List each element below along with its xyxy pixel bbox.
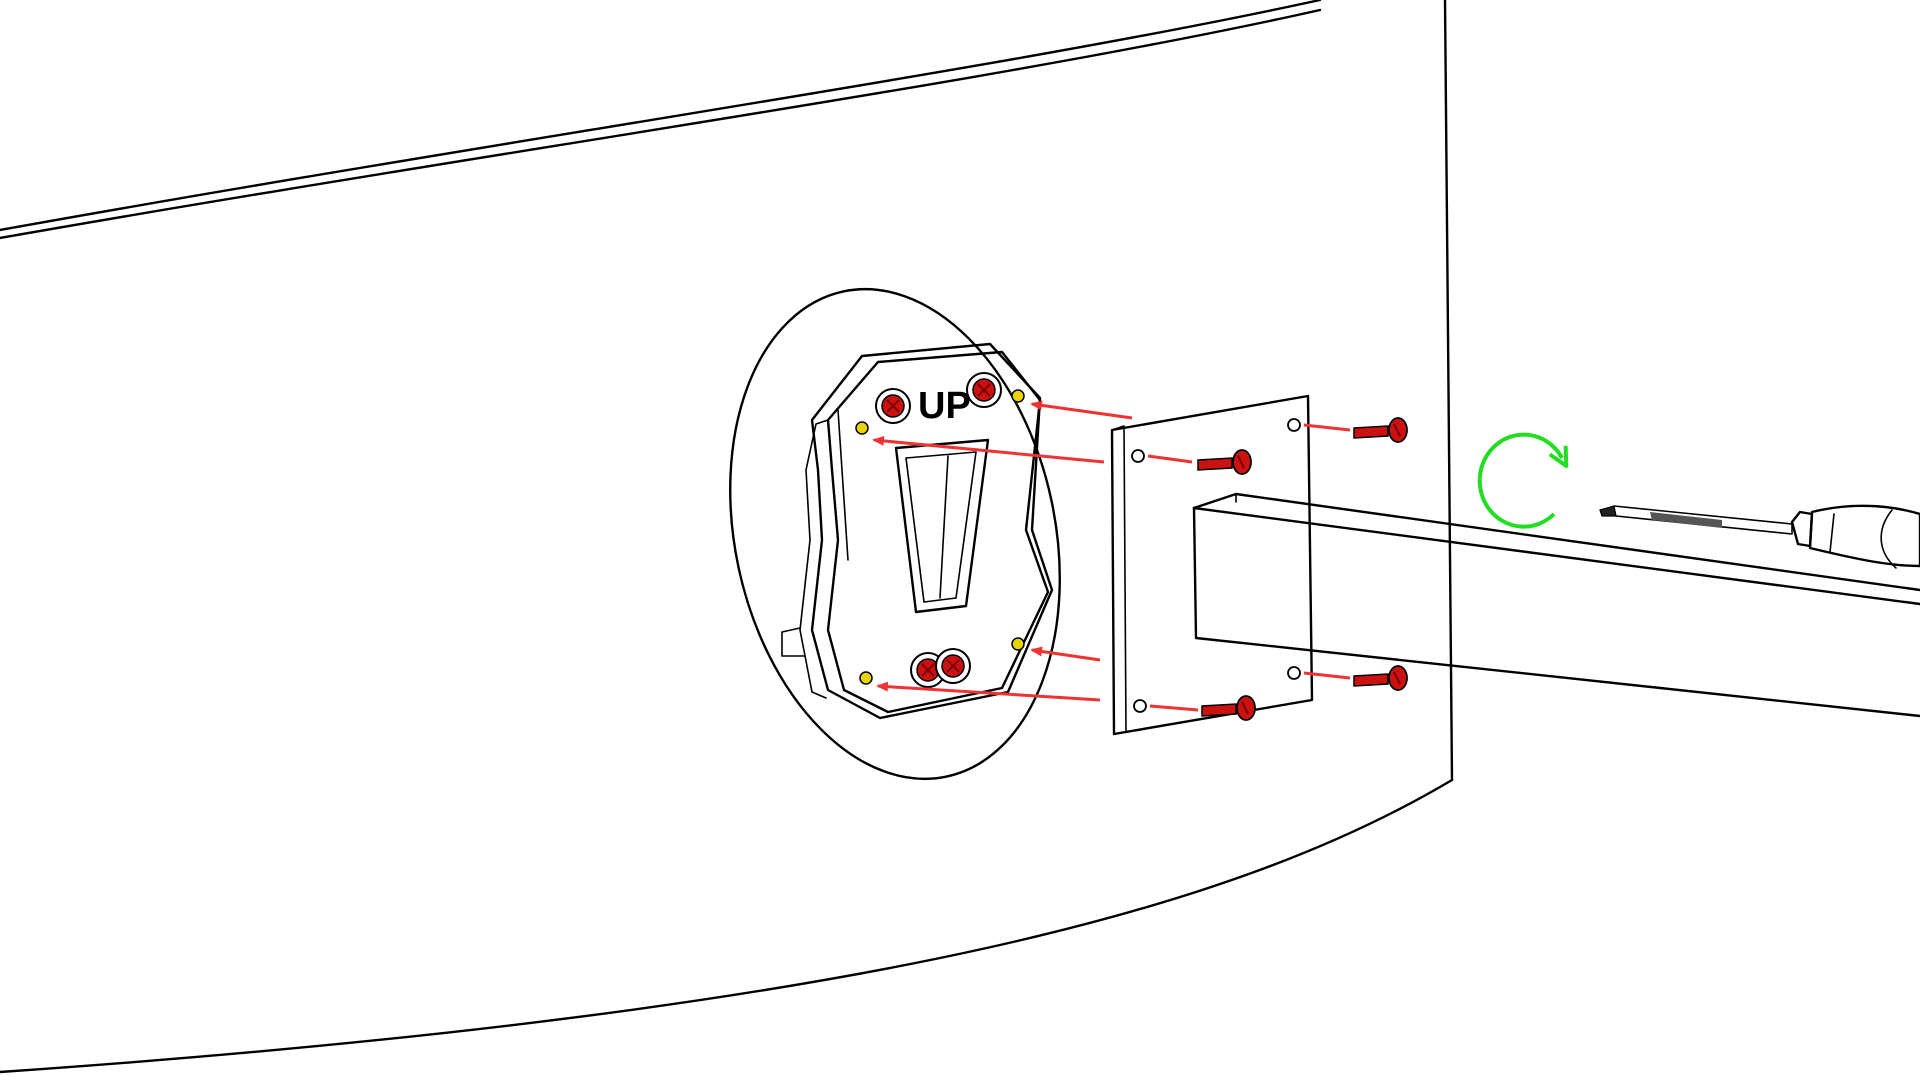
arm-front-top-edge bbox=[1192, 506, 1920, 606]
bracket-lower-tab bbox=[781, 627, 805, 657]
arm-front-face bbox=[1192, 506, 1920, 718]
bracket-back-plate bbox=[810, 342, 1054, 720]
support-arm bbox=[1192, 492, 1920, 718]
loose-screw-plate-bottom-right bbox=[1353, 665, 1408, 691]
mounting-bracket: UP bbox=[781, 342, 1054, 720]
wall-right-edge bbox=[1443, 0, 1454, 782]
wall-recess bbox=[729, 287, 1061, 781]
arrow-screw-to-plate-top-right bbox=[1303, 423, 1351, 432]
bracket-screw-bottom-right bbox=[935, 648, 971, 684]
bracket-hole-bottom-right bbox=[1011, 637, 1025, 651]
recess-outline bbox=[729, 287, 1061, 781]
arrow-plate-to-bracket-bottom-right bbox=[1030, 646, 1101, 662]
arrow-screw-to-plate-top-left bbox=[1147, 454, 1193, 464]
plate-hole-top-right bbox=[1287, 418, 1301, 432]
clockwise-rotation-icon bbox=[1477, 432, 1562, 529]
plate-outline bbox=[1110, 394, 1314, 736]
bracket-hole-top-left bbox=[855, 421, 869, 435]
plate-hole-bottom-right bbox=[1287, 666, 1301, 680]
plate-edge bbox=[1111, 425, 1127, 735]
bracket-slot-rail bbox=[939, 455, 949, 599]
bracket-screw-top-left bbox=[875, 388, 911, 424]
bracket-up-label: UP bbox=[918, 385, 971, 427]
loose-screw-plate-top-right bbox=[1353, 417, 1408, 443]
wall-top-edge-inner bbox=[0, 8, 1322, 240]
wall-bottom-edge bbox=[0, 778, 1454, 1074]
screwdriver-icon bbox=[1599, 504, 1920, 569]
loose-screw-plate-top-left bbox=[1197, 449, 1252, 475]
loose-screw-plate-bottom-left bbox=[1201, 695, 1256, 721]
arrow-plate-to-bracket-bottom-left bbox=[876, 681, 1101, 702]
wall-top-edge-outer bbox=[0, 0, 1322, 232]
bracket-screw-top-right bbox=[966, 372, 1002, 408]
bracket-rib-line bbox=[837, 409, 849, 561]
arrow-plate-to-bracket-top-left bbox=[872, 435, 1105, 464]
plate-hole-top-left bbox=[1131, 449, 1145, 463]
plate-hole-bottom-left bbox=[1133, 699, 1147, 713]
bracket-side-rib bbox=[799, 419, 829, 699]
assembly-arrows bbox=[872, 400, 1351, 712]
bracket-center-slot bbox=[894, 438, 990, 614]
mounting-plate bbox=[1110, 394, 1314, 736]
bracket-front-face bbox=[826, 350, 1050, 714]
arrow-screw-to-plate-bottom-left bbox=[1149, 704, 1199, 712]
bracket-hole-top-right bbox=[1011, 389, 1025, 403]
bracket-hole-bottom-left bbox=[859, 671, 873, 685]
arrow-screw-to-plate-bottom-right bbox=[1303, 671, 1351, 680]
wall-surface bbox=[0, 0, 1454, 1074]
bracket-slot-inner bbox=[905, 451, 977, 603]
arrow-plate-to-bracket-top-right bbox=[1030, 400, 1133, 420]
